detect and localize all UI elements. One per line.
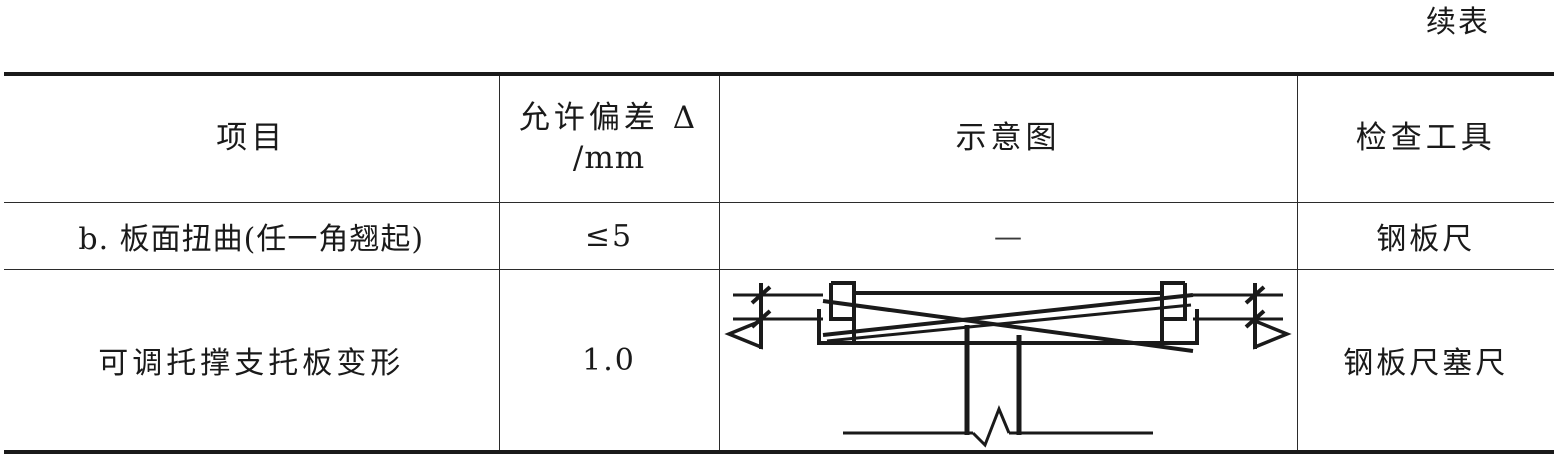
column-header-deviation: 允许偏差 Δ /mm <box>498 72 720 203</box>
right-elevation-marker <box>1193 282 1292 350</box>
cell-tool: 钢板尺塞尺 <box>1296 269 1554 454</box>
cell-diagram: — <box>718 202 1298 270</box>
row-item-label: 可调托撑支托板变形 <box>98 346 405 381</box>
table-row: 可调托撑支托板变形 1.0 <box>4 269 1554 454</box>
cell-deviation: 1.0 <box>498 269 720 454</box>
ground-line-with-break-symbol <box>843 404 1153 448</box>
cell-diagram <box>718 269 1298 454</box>
column-header-deviation-block: 允许偏差 Δ /mm <box>500 99 719 178</box>
column-header-diagram-label: 示意图 <box>955 120 1061 157</box>
table-row: b. 板面扭曲(任一角翘起) ≤5 — 钢板尺 <box>4 202 1554 270</box>
specification-table: 项目 允许偏差 Δ /mm 示意图 检查工具 b. 板面 <box>4 72 1554 454</box>
table-header-row: 项目 允许偏差 Δ /mm 示意图 检查工具 <box>4 72 1554 203</box>
row-tool-label: 钢板尺塞尺 <box>1343 346 1509 381</box>
column-header-tool-label: 检查工具 <box>1355 120 1496 157</box>
row-deviation-value: 1.0 <box>582 342 636 378</box>
bracket-deformation-drawing <box>724 280 1292 448</box>
column-header-item-label: 项目 <box>216 120 287 157</box>
continued-table-label: 续表 <box>1426 5 1490 40</box>
cell-item: b. 板面扭曲(任一角翘起) <box>4 202 500 270</box>
row-deviation-value: ≤5 <box>584 218 634 254</box>
column-header-tool: 检查工具 <box>1296 72 1554 203</box>
column-header-deviation-line1: 允许偏差 Δ <box>518 100 700 137</box>
cell-item: 可调托撑支托板变形 <box>4 269 500 454</box>
column-header-diagram: 示意图 <box>718 72 1298 203</box>
row-tool-label: 钢板尺 <box>1376 222 1476 257</box>
left-elevation-marker <box>724 282 823 350</box>
row-diagram-dash: — <box>994 219 1022 253</box>
crossed-deformation-lines <box>822 292 1194 353</box>
two-vertical-posts <box>964 324 1022 435</box>
cell-deviation: ≤5 <box>498 202 720 270</box>
column-header-item: 项目 <box>4 72 500 203</box>
row-item-label: b. 板面扭曲(任一角翘起) <box>78 222 425 257</box>
bracket-deformation-diagram <box>720 270 1297 450</box>
column-header-deviation-line2: /mm <box>572 140 646 176</box>
u-shaped-bracket-plate <box>817 280 1199 345</box>
cell-tool: 钢板尺 <box>1296 202 1554 270</box>
